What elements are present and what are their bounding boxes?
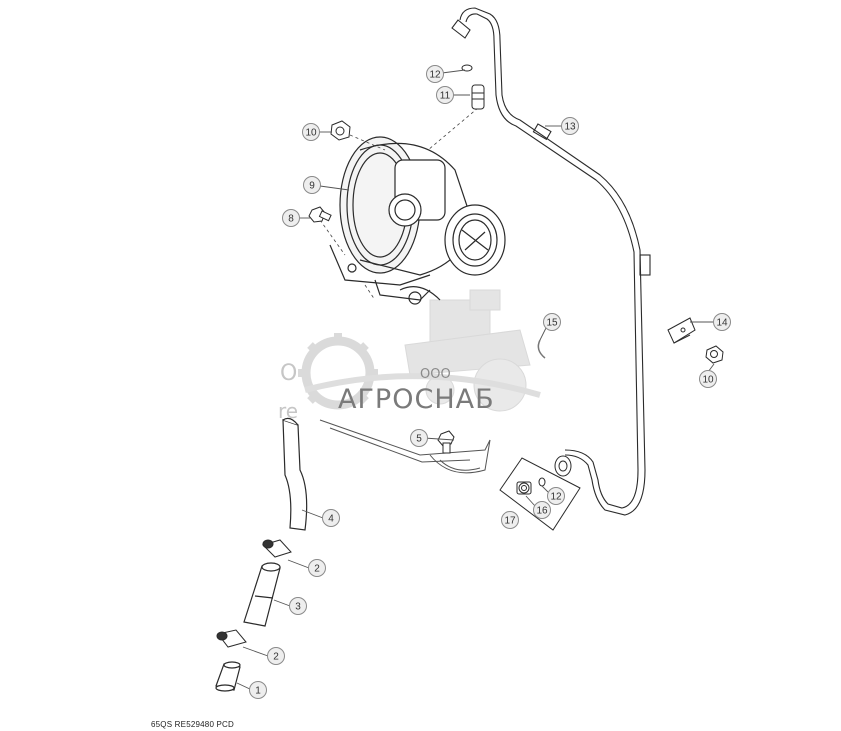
nut-10-right (705, 345, 724, 364)
callout-c9: 9 (303, 176, 321, 194)
callout-circle (547, 487, 565, 505)
o-ring-12-top (461, 64, 473, 72)
callout-circle (699, 370, 717, 388)
callout-number: 12 (429, 70, 441, 81)
callout-circle (426, 65, 444, 83)
callout-circle (267, 647, 285, 665)
callout-c10a: 10 (302, 123, 320, 141)
callout-circle (410, 429, 428, 447)
watermark-side-top: O (280, 361, 297, 386)
callout-c12a: 12 (426, 65, 444, 83)
callout-number: 13 (564, 122, 576, 133)
callout-circle (302, 123, 320, 141)
hose-3 (243, 562, 281, 627)
watermark-company-prefix: ООО (420, 367, 451, 382)
drain-tube-4 (282, 417, 308, 531)
callout-c1: 1 (249, 681, 267, 699)
callout-c17: 17 (501, 511, 519, 529)
callout-number: 14 (716, 318, 728, 329)
callout-circle (533, 501, 551, 519)
callout-c15: 15 (543, 313, 561, 331)
callout-circle (308, 559, 326, 577)
drawing-reference-code: 65QS RE529480 PCD (151, 720, 235, 729)
callout-c16: 16 (533, 501, 551, 519)
manifold-outline (319, 419, 491, 474)
callout-number: 2 (314, 564, 320, 575)
callout-circle (289, 597, 307, 615)
watermark-swoosh (304, 373, 541, 398)
callout-number: 9 (309, 181, 315, 192)
callout-c12b: 12 (547, 487, 565, 505)
callout-number: 4 (328, 514, 334, 525)
callout-c2b: 2 (267, 647, 285, 665)
clamp-2-lower (216, 629, 247, 648)
callout-number: 3 (295, 602, 301, 613)
callout-circle (713, 313, 731, 331)
callout-c14: 14 (713, 313, 731, 331)
nut-10-top (330, 120, 351, 141)
bracket-14 (667, 317, 696, 344)
callout-number: 17 (504, 516, 516, 527)
callout-circle (249, 681, 267, 699)
adapter-plate-17 (499, 455, 581, 531)
watermark-side-bottom: re (278, 399, 298, 423)
clamp-2-upper (262, 539, 292, 558)
callout-circle (561, 117, 579, 135)
watermark-text: ООО АГРОСНАБ O re (278, 361, 495, 423)
fitting-1 (215, 661, 241, 692)
callout-number: 10 (305, 128, 317, 139)
bolt-8 (308, 206, 332, 223)
callout-number: 10 (702, 375, 714, 386)
callout-number: 12 (550, 492, 562, 503)
watermark-company-name: АГРОСНАБ (338, 384, 495, 415)
callout-number: 8 (288, 214, 294, 225)
callout-c13: 13 (561, 117, 579, 135)
combine-harvester-icon (404, 289, 531, 412)
callout-c3: 3 (289, 597, 307, 615)
callout-circle (282, 209, 300, 227)
callout-number: 2 (273, 652, 279, 663)
callout-c8: 8 (282, 209, 300, 227)
callout-leaders (236, 69, 715, 691)
callout-circle (501, 511, 519, 529)
bolt-5 (437, 430, 455, 454)
callout-c11: 11 (436, 86, 454, 104)
callout-number: 5 (416, 434, 422, 445)
callout-number: 15 (546, 318, 558, 329)
callout-c2a: 2 (308, 559, 326, 577)
callout-circle (303, 176, 321, 194)
callout-c4: 4 (322, 509, 340, 527)
callout-number: 1 (255, 686, 261, 697)
callout-c10b: 10 (699, 370, 717, 388)
fitting-11 (471, 84, 485, 110)
oil-supply-line (451, 7, 651, 516)
watermark-logo (298, 289, 541, 412)
callout-number: 11 (440, 91, 451, 102)
callout-circle (543, 313, 561, 331)
clip-15 (537, 339, 546, 359)
turbocharger (329, 136, 506, 305)
gear-icon (298, 333, 378, 410)
callout-circle (436, 86, 454, 104)
callout-c5: 5 (410, 429, 428, 447)
callout-circle (322, 509, 340, 527)
assembly-leader-lines (319, 107, 479, 301)
callout-number: 16 (536, 506, 548, 517)
